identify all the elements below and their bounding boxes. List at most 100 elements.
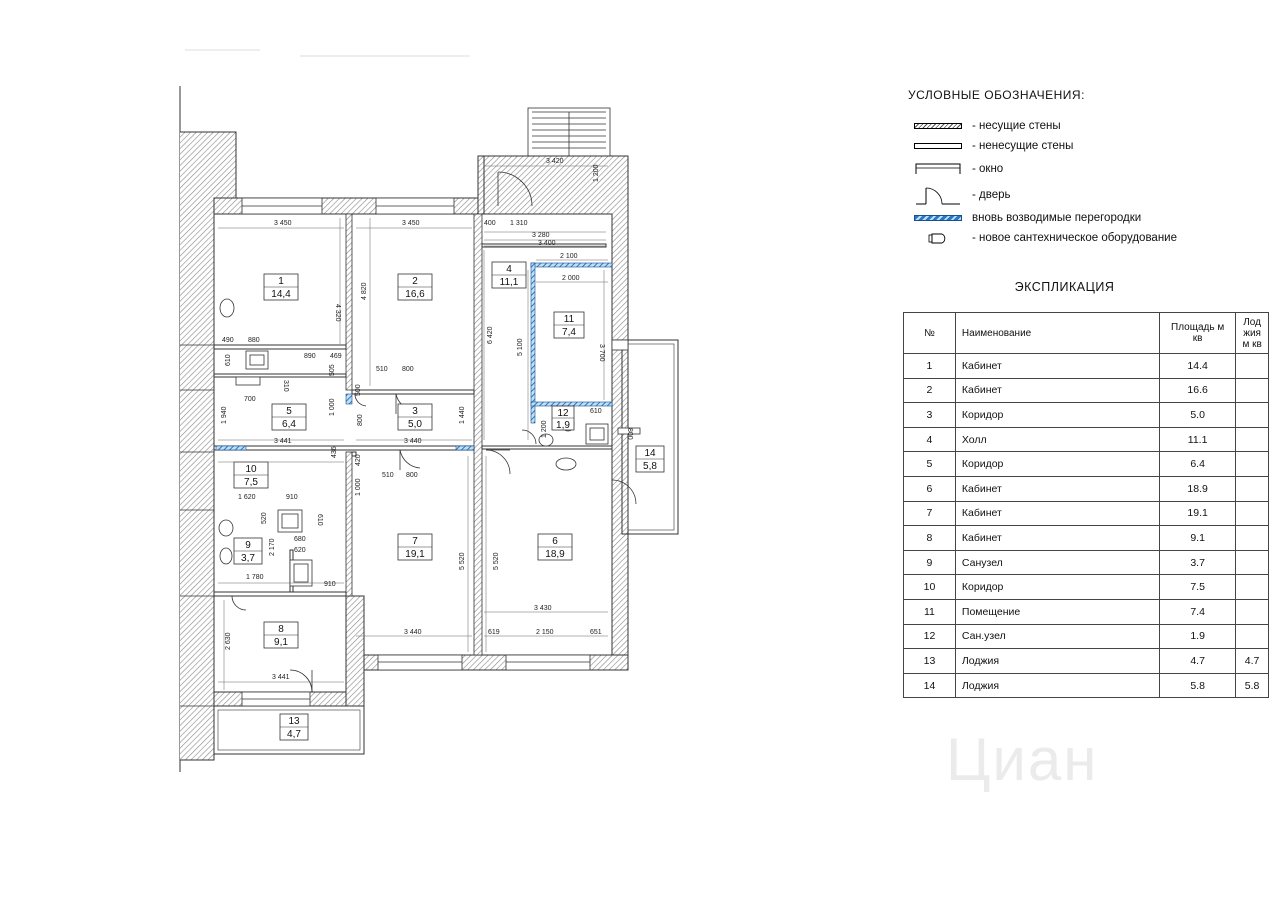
svg-text:6,4: 6,4 xyxy=(282,419,296,430)
svg-text:3 440: 3 440 xyxy=(404,629,422,636)
svg-text:13: 13 xyxy=(288,716,300,727)
svg-text:420: 420 xyxy=(355,454,362,466)
header-area: Площадь м кв xyxy=(1159,312,1237,354)
header-faint-lines xyxy=(185,49,470,57)
dimension-lines xyxy=(218,165,608,690)
room-label-5: 56,4 xyxy=(271,403,307,431)
svg-text:3 430: 3 430 xyxy=(534,605,552,612)
svg-text:2 100: 2 100 xyxy=(560,253,578,260)
svg-text:4: 4 xyxy=(506,264,512,275)
svg-text:18,9: 18,9 xyxy=(545,549,565,560)
svg-text:2 000: 2 000 xyxy=(562,275,580,282)
svg-text:469: 469 xyxy=(330,353,342,360)
room-label-4: 411,1 xyxy=(491,261,527,289)
room-label-8: 89,1 xyxy=(263,621,299,649)
svg-text:619: 619 xyxy=(488,629,500,636)
svg-text:610: 610 xyxy=(590,408,602,415)
svg-text:800: 800 xyxy=(357,414,364,426)
svg-text:2 150: 2 150 xyxy=(536,629,554,636)
svg-text:510: 510 xyxy=(376,366,388,373)
svg-text:1 310: 1 310 xyxy=(510,220,528,227)
window-symbol-icon xyxy=(915,163,961,174)
svg-text:4 820: 4 820 xyxy=(361,282,368,300)
svg-text:10: 10 xyxy=(245,464,257,475)
svg-text:3 441: 3 441 xyxy=(274,438,292,445)
new-partition-swatch-icon xyxy=(914,215,962,221)
svg-text:1 440: 1 440 xyxy=(459,406,466,424)
svg-text:310: 310 xyxy=(282,380,289,392)
legend-item-bearing-wall: - несущие стены xyxy=(908,116,1248,136)
room-label-6: 618,9 xyxy=(537,533,573,561)
svg-text:7,5: 7,5 xyxy=(244,477,258,488)
header-name: Наименование xyxy=(954,312,1161,354)
door-symbol-icon xyxy=(916,187,960,205)
room-label-12: 121,9 xyxy=(551,405,575,431)
svg-text:3 450: 3 450 xyxy=(274,220,292,227)
svg-text:9: 9 xyxy=(245,540,251,551)
room-label-11: 117,4 xyxy=(553,311,585,339)
legend-item-partition-wall: - ненесущие стены xyxy=(908,136,1248,156)
svg-text:4 320: 4 320 xyxy=(334,304,341,322)
neighbour-wall xyxy=(179,86,237,772)
svg-text:880: 880 xyxy=(248,337,260,344)
svg-text:3 441: 3 441 xyxy=(272,674,290,681)
header-number: № xyxy=(903,312,956,354)
svg-text:1 000: 1 000 xyxy=(329,398,336,416)
svg-text:3,7: 3,7 xyxy=(241,553,255,564)
svg-text:14: 14 xyxy=(644,448,656,459)
svg-text:520: 520 xyxy=(261,512,268,524)
svg-text:5 520: 5 520 xyxy=(459,552,466,570)
partition-wall-swatch-icon xyxy=(914,143,962,149)
svg-text:9,1: 9,1 xyxy=(274,637,288,648)
svg-text:700: 700 xyxy=(244,396,256,403)
room-label-14: 145,8 xyxy=(635,445,665,473)
svg-text:400: 400 xyxy=(484,220,496,227)
room-label-1: 114,4 xyxy=(263,273,299,301)
svg-text:610: 610 xyxy=(225,354,232,366)
svg-text:890: 890 xyxy=(304,353,316,360)
svg-text:6: 6 xyxy=(552,536,558,547)
svg-text:5: 5 xyxy=(286,406,292,417)
room-labels: 114,4 216,6 35,0 411,1 56,4 618,9 719,1 … xyxy=(233,261,665,741)
svg-text:5,0: 5,0 xyxy=(408,419,422,430)
svg-text:610: 610 xyxy=(316,514,323,526)
svg-text:11,1: 11,1 xyxy=(500,277,519,288)
explication-title: ЭКСПЛИКАЦИЯ xyxy=(1014,280,1115,294)
svg-text:3 420: 3 420 xyxy=(546,158,564,165)
windows xyxy=(241,197,629,707)
svg-text:2: 2 xyxy=(412,276,418,287)
svg-text:16,6: 16,6 xyxy=(405,289,425,300)
svg-text:436: 436 xyxy=(331,446,338,458)
svg-text:800: 800 xyxy=(402,366,414,373)
svg-text:3 700: 3 700 xyxy=(598,344,605,362)
svg-text:620: 620 xyxy=(294,547,306,554)
svg-text:11: 11 xyxy=(564,314,575,325)
entrance-stairs xyxy=(527,107,611,157)
svg-text:19,1: 19,1 xyxy=(405,549,425,560)
doors xyxy=(231,171,637,693)
plumbing-fixtures xyxy=(218,298,641,587)
legend-item-new-plumbing: - новое сантехническое оборудование xyxy=(908,228,1248,248)
svg-text:12: 12 xyxy=(557,408,569,419)
svg-text:651: 651 xyxy=(590,629,602,636)
svg-text:14,4: 14,4 xyxy=(271,289,291,300)
svg-text:910: 910 xyxy=(286,494,298,501)
room-label-2: 216,6 xyxy=(397,273,433,301)
room-label-10: 107,5 xyxy=(233,461,269,489)
svg-text:1 200: 1 200 xyxy=(541,420,548,438)
legend-item-new-partition: вновь возводимые перегородки xyxy=(908,208,1248,228)
legend: УСЛОВНЫЕ ОБОЗНАЧЕНИЯ: - несущие стены - … xyxy=(908,88,1248,248)
svg-text:2 630: 2 630 xyxy=(225,632,232,650)
svg-text:1,9: 1,9 xyxy=(556,420,570,431)
room-label-9: 93,7 xyxy=(233,537,263,565)
svg-text:1: 1 xyxy=(278,276,284,287)
